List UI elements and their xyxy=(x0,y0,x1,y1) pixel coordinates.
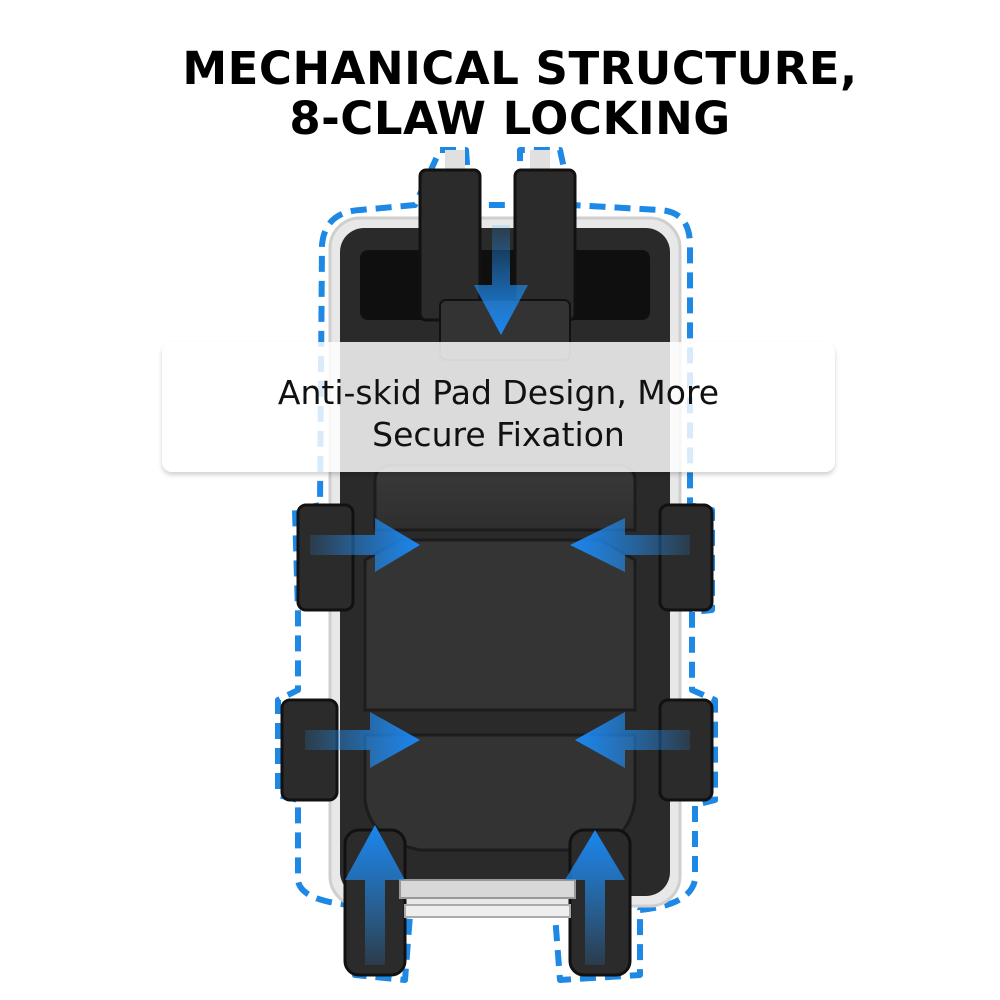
heading-line-2: 8-CLAW LOCKING xyxy=(289,92,731,145)
page-heading: MECHANICAL STRUCTURE, 8-CLAW LOCKING xyxy=(0,44,1000,144)
side-claw-left-upper xyxy=(296,503,355,612)
anti-skid-pad-upper xyxy=(373,463,637,532)
arrow-right-lower-icon xyxy=(575,712,690,768)
anti-skid-pad-middle xyxy=(363,538,637,712)
top-claw-left xyxy=(418,150,482,322)
arrow-left-lower-icon xyxy=(305,712,420,768)
side-claw-right-upper xyxy=(658,503,714,612)
arrow-top-down-icon xyxy=(474,225,528,335)
caption-line-2: Secure Fixation xyxy=(372,415,625,454)
top-claw-right xyxy=(513,150,577,322)
arrow-bottom-right-up-icon xyxy=(565,830,625,965)
anti-skid-pad-lower xyxy=(363,733,637,852)
feature-banner: Anti-skid Pad Design, More Secure Fixati… xyxy=(162,342,835,472)
arrow-left-upper-icon xyxy=(310,518,420,572)
heading-line-1: MECHANICAL STRUCTURE, xyxy=(182,42,858,95)
caption-line-1: Anti-skid Pad Design, More xyxy=(277,373,720,412)
arrow-right-upper-icon xyxy=(570,518,690,572)
feature-caption: Anti-skid Pad Design, More Secure Fixati… xyxy=(162,372,835,456)
arrow-bottom-left-up-icon xyxy=(345,825,405,965)
